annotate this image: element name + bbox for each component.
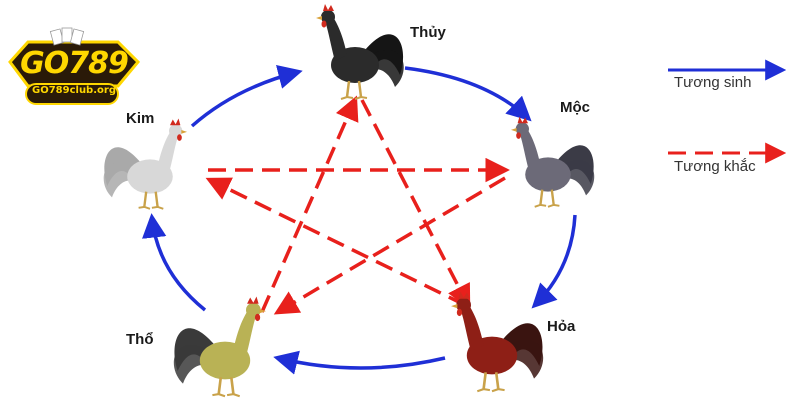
label-tho: Thổ — [126, 331, 154, 348]
logo-badge — [8, 27, 141, 105]
legend — [668, 59, 787, 164]
rooster-moc-icon — [510, 116, 595, 208]
logo-subtitle: GO789club.org — [32, 85, 116, 96]
generating-cycle — [141, 64, 577, 375]
arrow-hoa-to-kim — [205, 177, 466, 307]
legend-khac-label: Tương khắc — [674, 158, 756, 175]
arrow-moc-to-tho — [273, 176, 506, 315]
controlling-star — [205, 95, 510, 315]
rooster-thuy-icon — [316, 4, 404, 100]
legend-sinh-label: Tương sinh — [674, 74, 752, 91]
label-moc: Mộc — [560, 99, 590, 116]
label-kim: Kim — [126, 110, 155, 127]
arrow-thuy-to-hoa — [360, 99, 471, 310]
arrow-tho-to-kim — [141, 213, 207, 312]
roosters — [103, 4, 595, 398]
rooster-kim-icon — [103, 118, 188, 210]
logo: GO789 GO789club.org — [4, 38, 144, 110]
rooster-tho-icon — [173, 296, 266, 398]
label-hoa: Hỏa — [547, 318, 576, 335]
arrow-hoa-to-tho — [273, 350, 446, 375]
cards-icon — [49, 27, 85, 46]
logo-title: GO789 — [20, 46, 129, 81]
label-thuy: Thủy — [410, 24, 446, 41]
rooster-hoa-icon — [451, 291, 544, 393]
arrow-tho-to-thuy — [260, 95, 359, 313]
arrow-moc-to-hoa — [531, 214, 577, 309]
arrow-thuy-to-moc — [404, 66, 532, 122]
arrow-kim-to-thuy — [190, 64, 303, 128]
